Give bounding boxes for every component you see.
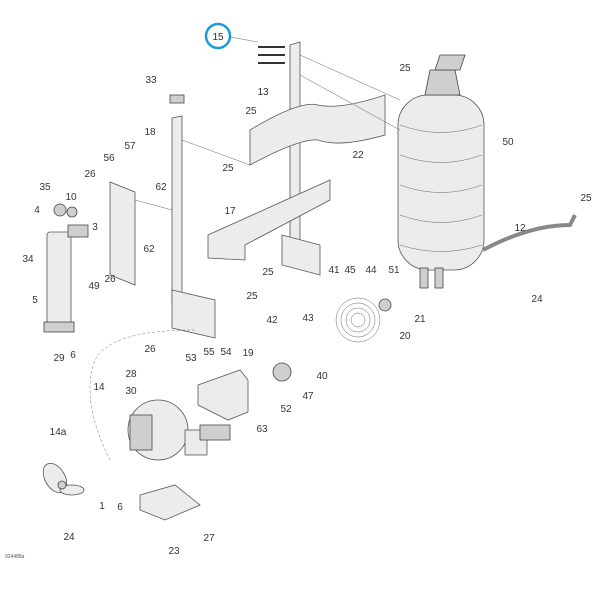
callout-30: 30	[125, 386, 137, 397]
strap-12	[482, 214, 577, 252]
callout-35: 35	[39, 182, 51, 193]
callout-14: 14	[93, 382, 105, 393]
callout-6: 6	[70, 350, 76, 361]
callout-62: 62	[155, 182, 167, 193]
callout-13: 13	[257, 87, 269, 98]
shroud-63	[197, 369, 249, 421]
callout-56: 56	[103, 153, 115, 164]
callout-49: 49	[88, 281, 100, 292]
callout-3: 3	[92, 222, 98, 233]
hose-route	[89, 329, 196, 461]
strap-22	[249, 94, 386, 166]
callout-53: 53	[185, 353, 197, 364]
callout-42: 42	[266, 315, 278, 326]
callout-25: 25	[262, 267, 274, 278]
callout-44: 44	[365, 265, 377, 276]
callout-25: 25	[399, 63, 411, 74]
cooling-coil-20	[335, 297, 392, 343]
callout-43: 43	[302, 313, 314, 324]
callout-26: 26	[104, 274, 116, 285]
callout-47: 47	[302, 391, 314, 402]
callout-25: 25	[245, 106, 257, 117]
callout-26: 26	[144, 344, 156, 355]
callout-28: 28	[125, 369, 137, 380]
callout-5: 5	[32, 295, 38, 306]
callout-10: 10	[65, 192, 77, 203]
crossbar-17	[207, 179, 331, 261]
callout-6: 6	[117, 502, 123, 513]
callout-62: 62	[143, 244, 155, 255]
callout-25: 25	[580, 193, 592, 204]
callout-1: 1	[99, 501, 105, 512]
bolts-15	[258, 46, 285, 64]
plate-56	[109, 181, 136, 286]
callout-15: 15	[212, 32, 224, 43]
callout-25: 25	[222, 163, 234, 174]
callout-23: 23	[168, 546, 180, 557]
callout-40: 40	[316, 371, 328, 382]
fan-14a	[42, 462, 85, 496]
filter-assembly	[43, 203, 89, 333]
callout-22: 22	[352, 150, 364, 161]
callout-19: 19	[242, 348, 254, 359]
callout-21: 21	[414, 314, 426, 325]
callout-4: 4	[34, 205, 40, 216]
callout-25: 25	[246, 291, 258, 302]
callout-20: 20	[399, 331, 411, 342]
pulley-47	[272, 362, 292, 382]
callout-34: 34	[22, 254, 34, 265]
callout-14a: 14a	[50, 427, 67, 438]
callout-54: 54	[220, 347, 232, 358]
callout-57: 57	[124, 141, 136, 152]
callout-33: 33	[145, 75, 157, 86]
callout-27: 27	[203, 533, 215, 544]
callout-29: 29	[53, 353, 65, 364]
cap-33	[169, 94, 185, 104]
air-tank	[397, 54, 485, 289]
figure-id: 924488a	[5, 554, 25, 560]
callout-51: 51	[388, 265, 400, 276]
callout-55: 55	[203, 347, 215, 358]
motor-14	[127, 399, 231, 461]
callout-41: 41	[328, 265, 340, 276]
callout-17: 17	[224, 206, 236, 217]
callout-26: 26	[84, 169, 96, 180]
callout-50: 50	[502, 137, 514, 148]
base-plate-23	[139, 484, 201, 521]
callout-18: 18	[144, 127, 156, 138]
callout-12: 12	[514, 223, 526, 234]
highlight-circle	[204, 22, 232, 50]
callout-63: 63	[256, 424, 268, 435]
callout-45: 45	[344, 265, 356, 276]
callout-52: 52	[280, 404, 292, 415]
callout-24: 24	[531, 294, 543, 305]
callout-24: 24	[63, 532, 75, 543]
